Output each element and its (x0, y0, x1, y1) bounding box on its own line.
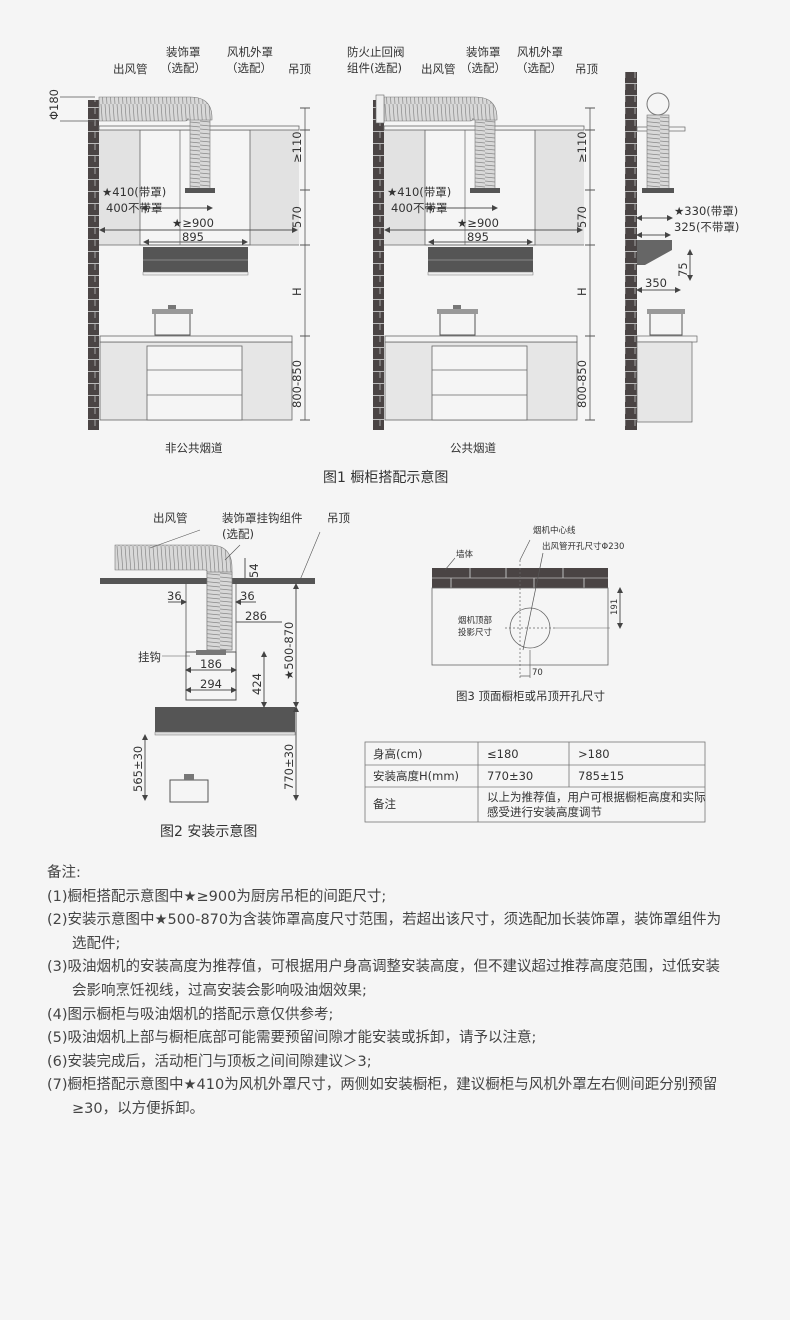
note-item-continued: 会影响烹饪视线，过高安装会影响吸油烟效果; (72, 982, 367, 999)
dim-h: H (290, 287, 304, 296)
notes-title: 备注: (47, 865, 81, 881)
hook-optional-label: (选配) (222, 527, 254, 541)
height-table (364, 741, 706, 823)
deco-optional-label: （选配） (460, 61, 506, 75)
dim-75: 75 (676, 262, 690, 277)
fig2-installation: 出风管 装饰罩挂钩组件 (选配) 吊顶 挂钩 54 36 36 286 186 … (100, 511, 350, 803)
dim-gap-top: ≥110 (290, 131, 304, 163)
table-cell: >180 (578, 747, 610, 761)
dim-186: 186 (200, 657, 222, 671)
dim-54: 54 (247, 563, 261, 578)
dim-500-870: ★500-870 (282, 622, 296, 680)
dim-565: 565±30 (131, 746, 145, 792)
width-without-cover: 400不带罩 (106, 201, 162, 215)
dim-gap-top: ≥110 (575, 131, 589, 163)
note-item: (5)吸油烟机上部与橱柜底部可能需要预留间隙才能安装或拆卸，请予以注意; (47, 1030, 537, 1047)
fig1-middle-label: 公共烟道 (450, 441, 496, 455)
cabinet-gap: ★≥900 (457, 216, 499, 230)
phi-180-label: Φ180 (47, 89, 61, 120)
dim-570: 570 (290, 206, 304, 228)
note-item: (3)吸油烟机的安装高度为推荐值，可根据用户身高调整安装高度，但不建议超过推荐高… (47, 959, 721, 976)
hood-width: 895 (182, 230, 204, 244)
installation-diagrams: Φ180 出风管 装饰罩 （选配） 风机外罩 （选配） 吊顶 ★410(带罩) … (47, 45, 739, 840)
dim-570: 570 (575, 206, 589, 228)
note-item: (7)橱柜搭配示意图中★410为风机外罩尺寸，两侧如安装橱柜，建议橱柜与风机外罩… (47, 1077, 718, 1094)
note-item: (1)橱柜搭配示意图中★≥900为厨房吊柜的间距尺寸; (47, 888, 387, 905)
table-cell: 770±30 (487, 769, 533, 783)
width-with-cover: ★410(带罩) (102, 185, 166, 199)
deco-cover-label: 装饰罩 (166, 45, 201, 59)
dim-350: 350 (645, 276, 667, 290)
duct-label: 出风管 (113, 62, 148, 76)
dim-counter: 800-850 (290, 360, 304, 408)
dim-70: 70 (532, 668, 543, 678)
valve-optional-label: 组件(选配) (347, 61, 402, 75)
table-cell: 备注 (373, 797, 396, 811)
note-item: (6)安装完成后，活动柜门与顶板之间间隙建议＞3; (47, 1053, 372, 1070)
fig1-left-non-public-flue: Φ180 出风管 装饰罩 （选配） 风机外罩 （选配） 吊顶 ★410(带罩) … (47, 45, 311, 455)
fig1-left-label: 非公共烟道 (165, 441, 223, 455)
fan-optional-label: （选配） (226, 61, 272, 75)
ceiling-label: 吊顶 (288, 62, 311, 76)
dim-h: H (575, 287, 589, 296)
hook-assembly-label: 装饰罩挂钩组件 (222, 511, 303, 525)
fan-cover-label: 风机外罩 (227, 45, 273, 59)
note-item: (4)图示橱柜与吸油烟机的搭配示意仅供参考; (47, 1006, 334, 1023)
hook-label: 挂钩 (138, 650, 161, 664)
dim-counter: 800-850 (575, 360, 589, 408)
table-cell: 785±15 (578, 769, 624, 783)
projection-label-1: 烟机顶部 (458, 615, 493, 626)
dim-294: 294 (200, 677, 222, 691)
table-cell: 身高(cm) (373, 747, 423, 761)
table-cell: 以上为推荐值，用户可根据橱柜高度和实际 (487, 790, 706, 804)
notes-section: 备注: (1)橱柜搭配示意图中★≥900为厨房吊柜的间距尺寸; (2)安装示意图… (47, 862, 757, 1122)
dim-36a: 36 (167, 589, 182, 603)
dim-770: 770±30 (282, 744, 296, 790)
ceiling-label: 吊顶 (327, 511, 350, 525)
table-cell: 安装高度H(mm) (373, 769, 459, 783)
note-item-continued: 选配件; (72, 935, 121, 952)
fig3-opening: 烟机中心线 出风管开孔尺寸Φ230 墙体 烟机顶部 投影尺寸 191 70 (431, 525, 624, 678)
fig1-middle-public-flue: 防火止回阀 组件(选配) 出风管 装饰罩 （选配） 风机外罩 （选配） 吊顶 ★… (347, 45, 598, 455)
deco-cover-label: 装饰罩 (466, 45, 501, 59)
fig3-caption: 图3 顶面橱柜或吊顶开孔尺寸 (456, 689, 605, 703)
depth-with-cover: ★330(带罩) (674, 204, 738, 218)
depth-without-cover: 325(不带罩) (674, 220, 739, 234)
fig2-caption: 图2 安装示意图 (160, 823, 257, 840)
duct-label: 出风管 (153, 511, 188, 525)
wall-label: 墙体 (456, 549, 474, 560)
fan-cover-label: 风机外罩 (517, 45, 563, 59)
ceiling-label: 吊顶 (575, 62, 598, 76)
note-item-continued: ≥30，以方便拆卸。 (72, 1100, 205, 1117)
center-line-label: 烟机中心线 (533, 525, 576, 536)
fig1-right-side-view: ★330(带罩) 325(不带罩) 75 350 (625, 72, 739, 430)
dim-286: 286 (245, 609, 267, 623)
deco-optional-label: （选配） (160, 61, 206, 75)
dim-424: 424 (250, 673, 264, 695)
cabinet-gap: ★≥900 (172, 216, 214, 230)
width-with-cover: ★410(带罩) (387, 185, 451, 199)
fan-optional-label: （选配） (516, 61, 562, 75)
dim-191: 191 (610, 599, 620, 615)
hole-size-label: 出风管开孔尺寸Φ230 (542, 541, 624, 552)
width-without-cover: 400不带罩 (391, 201, 447, 215)
projection-label-2: 投影尺寸 (458, 627, 493, 638)
table-cell: ≤180 (487, 747, 519, 761)
duct-label: 出风管 (421, 62, 456, 76)
dim-36b: 36 (240, 589, 255, 603)
hood-width: 895 (467, 230, 489, 244)
table-cell: 感受进行安装高度调节 (487, 805, 602, 819)
valve-label: 防火止回阀 (347, 45, 405, 59)
note-item: (2)安装示意图中★500-870为含装饰罩高度尺寸范围，若超出该尺寸，须选配加… (47, 912, 722, 929)
fig1-caption: 图1 橱柜搭配示意图 (323, 469, 448, 486)
